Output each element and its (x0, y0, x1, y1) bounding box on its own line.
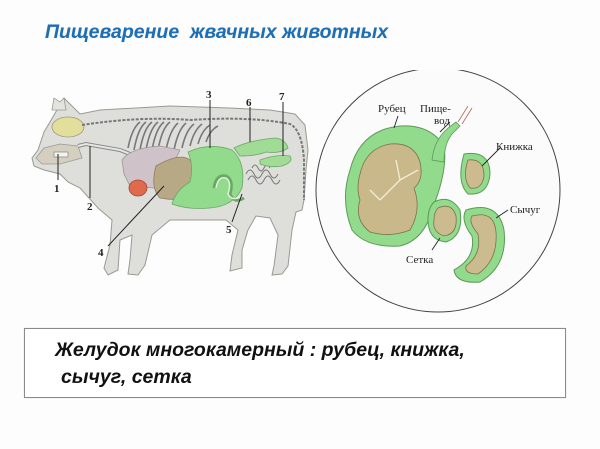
caption-line-1: Желудок многокамерный : рубец, книжка, (55, 339, 465, 361)
label-esophagus-1: Пище- (420, 103, 451, 115)
label-3: 3 (206, 89, 212, 101)
slide-title: Пищеварение жвачных животных (45, 21, 389, 43)
cow-digestive-system-illustration: 1 2 3 4 5 6 7 (31, 70, 561, 313)
caption-line-2: сычуг, сетка (61, 366, 192, 388)
label-rumen: Рубец (378, 103, 406, 115)
label-6: 6 (246, 97, 252, 109)
label-1: 1 (54, 183, 60, 195)
stomach-cross-section: Рубец Пище- вод Книжка Сычуг Сетка (315, 70, 561, 313)
label-reticulum: Сетка (406, 254, 433, 266)
label-omasum: Книжка (496, 141, 533, 153)
label-7: 7 (279, 91, 285, 103)
label-abomasum: Сычуг (510, 204, 541, 216)
digestion-diagram: 1 2 3 4 5 6 7 (20, 70, 595, 315)
label-2: 2 (87, 201, 93, 213)
label-4: 4 (98, 247, 104, 259)
label-esophagus-2: вод (434, 115, 450, 127)
caption-box: Желудок многокамерный : рубец, книжка, с… (24, 328, 566, 398)
cow-illustration: 1 2 3 4 5 6 7 (31, 89, 309, 276)
label-5: 5 (226, 224, 232, 236)
